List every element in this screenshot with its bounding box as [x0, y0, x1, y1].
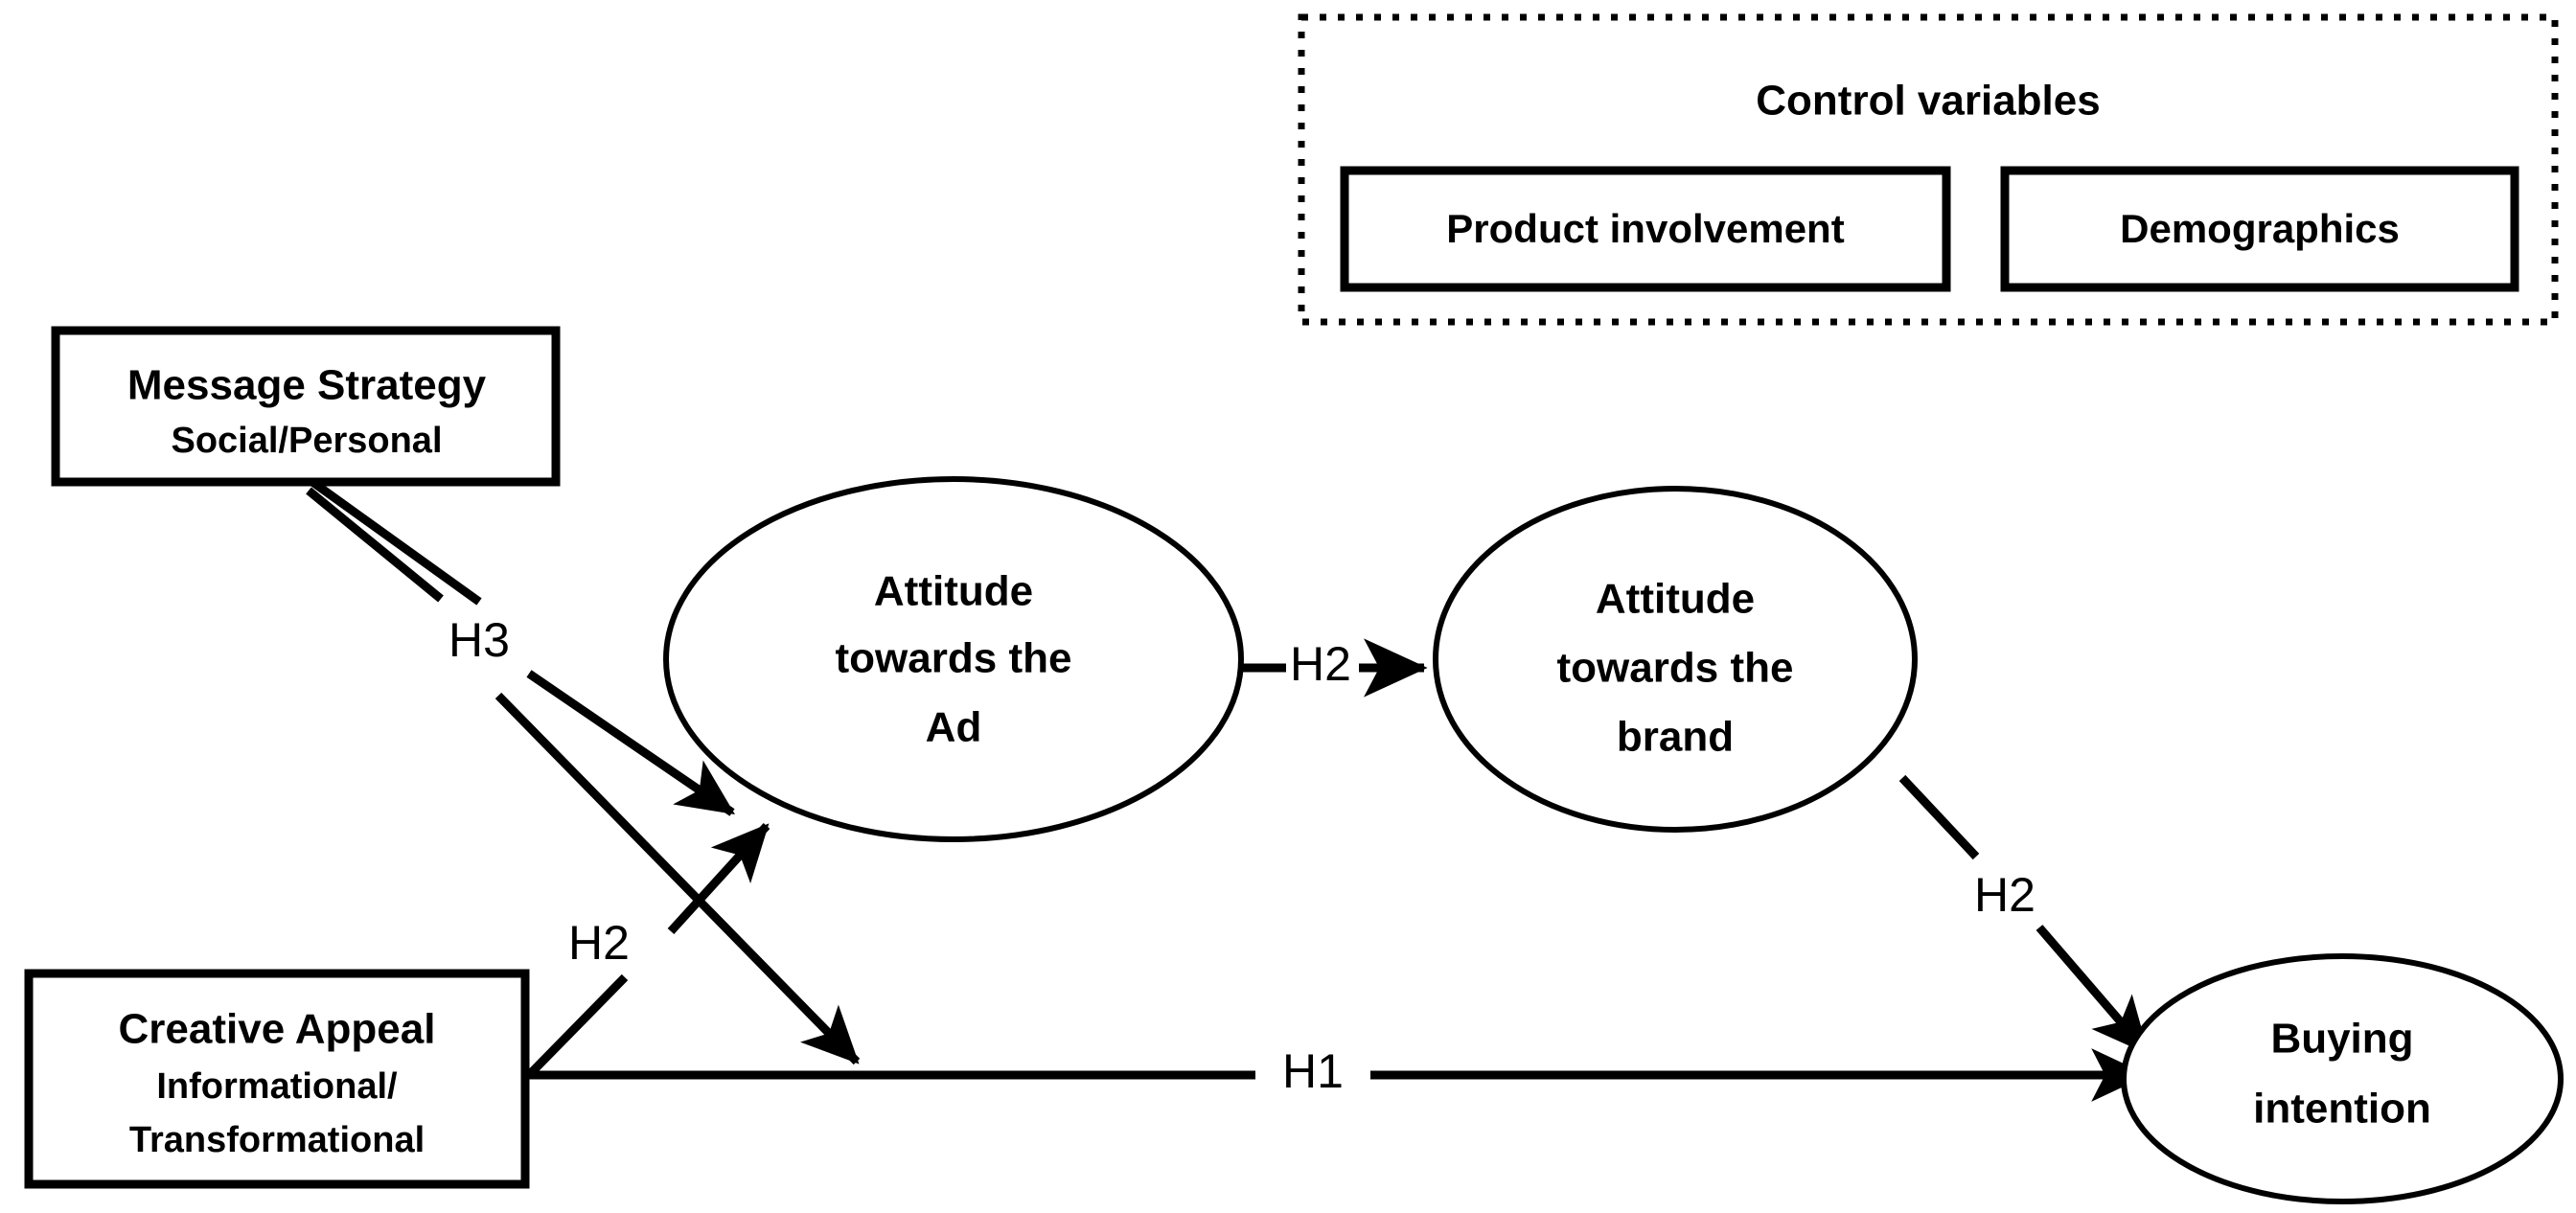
edge-label-h2-ad-to-brand: H2	[1290, 637, 1351, 691]
edge-label-h1: H1	[1282, 1044, 1344, 1098]
h3-stub-line-a	[310, 478, 482, 606]
creative-appeal-title: Creative Appeal	[119, 1006, 436, 1053]
node-buying-intention[interactable]: Buying intention	[2121, 953, 2564, 1204]
control-variables-border	[1298, 13, 2559, 326]
h2-brand-buying-arrow	[2036, 925, 2150, 1055]
edge-creative-appeal-to-attitude-ad	[525, 822, 770, 1079]
h3-stub-line-b	[306, 487, 444, 603]
attitude-ad-line-2: towards the	[836, 635, 1072, 682]
creative-appeal-subtitle-line-1: Informational/	[156, 1066, 398, 1107]
message-strategy-subtitle: Social/Personal	[171, 421, 442, 461]
buying-intention-ellipse[interactable]	[2121, 953, 2564, 1204]
h3-arrow-to-attitude-ad	[526, 670, 735, 816]
node-attitude-brand[interactable]: Attitude towards the brand	[1433, 486, 1918, 833]
edge-attitude-brand-to-buying-intention	[1898, 774, 2150, 1055]
node-message-strategy[interactable]: Message Strategy Social/Personal	[51, 326, 561, 487]
control-variables-title: Control variables	[1756, 78, 2100, 125]
edge-message-strategy-to-targets	[306, 478, 861, 1065]
edge-label-h2-creative-appeal: H2	[568, 916, 630, 970]
product-involvement-label: Product involvement	[1446, 206, 1844, 251]
h2-ca-arrow-to-attitude-ad	[667, 822, 770, 935]
node-creative-appeal[interactable]: Creative Appeal Informational/ Transform…	[24, 969, 530, 1189]
attitude-brand-line-1: Attitude	[1596, 576, 1755, 623]
attitude-ad-line-1: Attitude	[874, 568, 1033, 615]
buying-intention-line-2: intention	[2253, 1086, 2431, 1133]
demographics-label: Demographics	[2120, 206, 2400, 251]
creative-appeal-subtitle-line-2: Transformational	[129, 1120, 425, 1160]
attitude-brand-ellipse[interactable]	[1433, 486, 1918, 833]
demographics-box[interactable]	[2000, 166, 2519, 292]
buying-intention-line-1: Buying	[2270, 1016, 2413, 1063]
h3-arrow-to-h1-path	[494, 692, 861, 1065]
message-strategy-box[interactable]	[51, 326, 561, 487]
h2-brand-buying-segment-upper	[1898, 774, 1980, 860]
attitude-ad-line-3: Ad	[926, 704, 982, 751]
attitude-brand-line-3: brand	[1617, 714, 1734, 761]
message-strategy-title: Message Strategy	[127, 362, 487, 409]
product-involvement-box[interactable]	[1340, 166, 1951, 292]
edge-label-h2-brand-to-buying: H2	[1974, 868, 2036, 922]
attitude-ad-ellipse[interactable]	[663, 476, 1244, 842]
node-attitude-ad[interactable]: Attitude towards the Ad	[663, 476, 1244, 842]
edge-label-h3: H3	[448, 613, 510, 667]
h2-ca-segment-lower	[525, 973, 629, 1079]
control-variables-group: Control variables Product involvement De…	[1298, 13, 2559, 326]
creative-appeal-box[interactable]	[24, 969, 530, 1189]
attitude-brand-line-2: towards the	[1557, 645, 1794, 692]
